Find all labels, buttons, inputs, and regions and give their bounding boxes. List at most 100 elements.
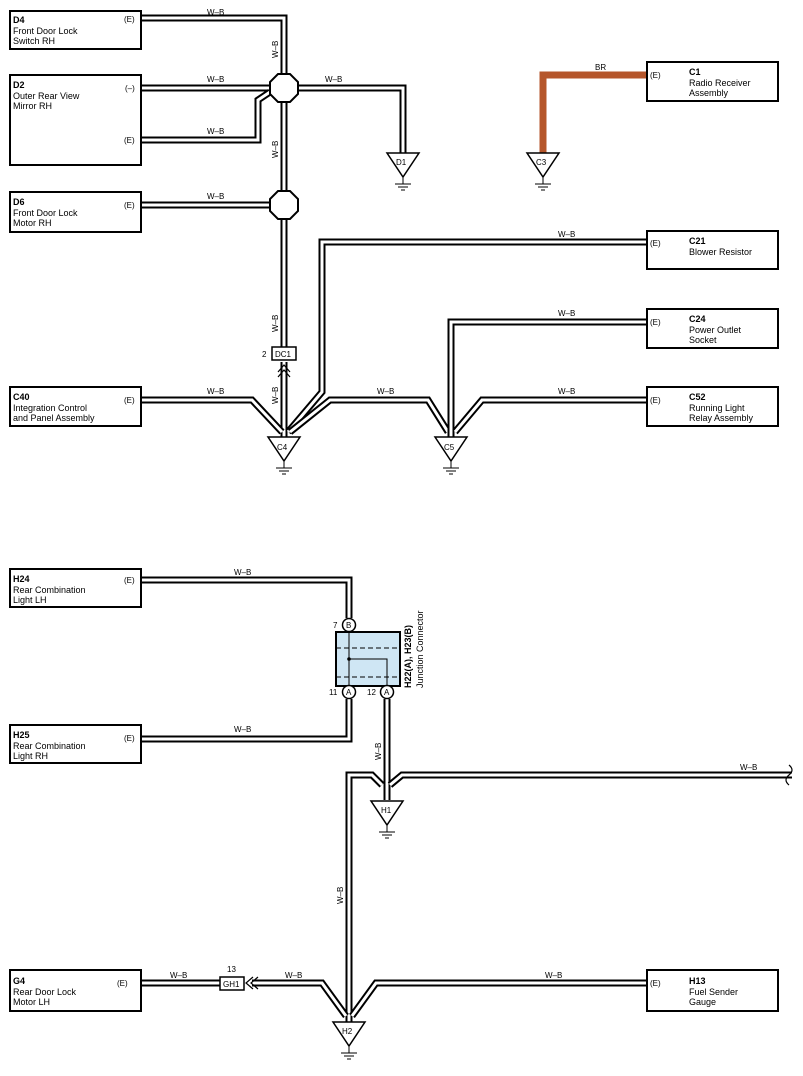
component-c52: (E) C52 Running Light Relay Assembly (646, 386, 779, 427)
svg-text:W–B: W–B (271, 387, 280, 404)
svg-text:(E): (E) (650, 318, 661, 327)
svg-text:13: 13 (227, 965, 236, 974)
svg-text:Blower Resistor: Blower Resistor (689, 247, 752, 257)
svg-text:W–B: W–B (545, 971, 562, 980)
component-d6: D6 Front Door Lock Motor RH (E) (9, 191, 142, 233)
svg-text:(E): (E) (124, 136, 135, 145)
ground-h2: H2 (331, 1021, 367, 1060)
svg-text:A: A (384, 688, 390, 697)
component-h25: H25 Rear Combination Light RH (E) (9, 724, 142, 764)
wire-h24 (141, 576, 353, 618)
component-d2: D2 Outer Rear View Mirror RH (–) (E) (9, 74, 142, 166)
svg-text:G4: G4 (13, 976, 25, 986)
junction-pin-a11 (341, 684, 357, 700)
svg-text:H25: H25 (13, 730, 30, 740)
svg-text:(E): (E) (650, 71, 661, 80)
svg-text:Motor RH: Motor RH (13, 218, 52, 228)
svg-text:Fuel Sender: Fuel Sender (689, 987, 738, 997)
svg-text:(E): (E) (124, 15, 135, 24)
svg-text:W–B: W–B (207, 387, 224, 396)
svg-text:W–B: W–B (336, 887, 345, 904)
svg-text:(E): (E) (650, 239, 661, 248)
svg-text:W–B: W–B (271, 41, 280, 58)
svg-text:Gauge: Gauge (689, 997, 716, 1007)
svg-text:Motor LH: Motor LH (13, 997, 50, 1007)
wire-gh1-h2 (252, 979, 349, 1019)
svg-text:Assembly: Assembly (689, 88, 729, 98)
component-h13: (E) H13 Fuel Sender Gauge (646, 969, 779, 1012)
svg-text:D6: D6 (13, 197, 25, 207)
svg-text:W–B: W–B (325, 75, 342, 84)
svg-text:Outer Rear View: Outer Rear View (13, 91, 80, 101)
svg-text:W–B: W–B (234, 725, 251, 734)
svg-text:C52: C52 (689, 392, 706, 402)
svg-text:W–B: W–B (558, 230, 575, 239)
component-c1: (E) C1 Radio Receiver Assembly (646, 61, 779, 102)
junction-pin-b (341, 617, 357, 633)
svg-text:W–B: W–B (170, 971, 187, 980)
svg-text:W–B: W–B (558, 309, 575, 318)
wb-wires (141, 14, 792, 1022)
svg-text:C4: C4 (277, 443, 288, 452)
component-c40: C40 Integration Control and Panel Assemb… (9, 386, 142, 427)
svg-text:and Panel Assembly: and Panel Assembly (13, 413, 95, 423)
svg-text:C1: C1 (689, 67, 701, 77)
wire-d2-e (141, 89, 272, 144)
svg-text:Light RH: Light RH (13, 751, 48, 761)
splice-upper (269, 73, 299, 103)
svg-text:DC1: DC1 (275, 350, 292, 359)
svg-text:W–B: W–B (271, 141, 280, 158)
svg-text:W–B: W–B (740, 763, 757, 772)
svg-text:H24: H24 (13, 574, 30, 584)
svg-text:H13: H13 (689, 976, 706, 986)
wire-h13 (349, 979, 647, 1019)
svg-text:(E): (E) (124, 576, 135, 585)
svg-text:W–B: W–B (207, 8, 224, 17)
svg-text:H22(A), H23(B): H22(A), H23(B) (403, 625, 413, 688)
svg-text:C5: C5 (444, 443, 455, 452)
splice-lower (269, 190, 299, 220)
component-d4: D4 Front Door Lock Switch RH (E) (9, 10, 142, 50)
svg-text:W–B: W–B (207, 127, 224, 136)
ground-c4: C4 (266, 436, 302, 475)
svg-text:H1: H1 (381, 806, 392, 815)
svg-text:D4: D4 (13, 15, 25, 25)
connector-dc1: DC1 2 (262, 346, 297, 378)
svg-text:(–): (–) (125, 84, 135, 93)
svg-text:W–B: W–B (234, 568, 251, 577)
svg-text:C3: C3 (536, 158, 547, 167)
svg-text:(E): (E) (117, 979, 128, 988)
svg-text:H2: H2 (342, 1027, 353, 1036)
svg-text:(E): (E) (124, 396, 135, 405)
svg-text:(E): (E) (650, 396, 661, 405)
ground-h1: H1 (369, 800, 405, 839)
svg-text:Switch RH: Switch RH (13, 36, 55, 46)
svg-text:Integration Control: Integration Control (13, 403, 87, 413)
svg-text:W–B: W–B (377, 387, 394, 396)
svg-text:BR: BR (595, 63, 606, 72)
svg-text:Radio Receiver: Radio Receiver (689, 78, 751, 88)
svg-text:Relay Assembly: Relay Assembly (689, 413, 754, 423)
svg-text:C40: C40 (13, 392, 30, 402)
svg-text:12: 12 (367, 688, 376, 697)
svg-text:W–B: W–B (207, 75, 224, 84)
junction-pin-a12 (379, 684, 395, 700)
svg-text:W–B: W–B (558, 387, 575, 396)
component-c24: (E) C24 Power Outlet Socket (646, 308, 779, 349)
ground-c5: C5 (433, 436, 469, 475)
svg-text:D2: D2 (13, 80, 25, 90)
svg-text:Mirror RH: Mirror RH (13, 101, 52, 111)
svg-text:Front Door Lock: Front Door Lock (13, 26, 78, 36)
ground-c3: C3 (525, 152, 561, 191)
svg-text:A: A (346, 688, 352, 697)
svg-text:Rear Combination: Rear Combination (13, 585, 86, 595)
svg-text:Light LH: Light LH (13, 595, 47, 605)
connector-gh1: GH1 13 (219, 965, 259, 991)
junction-connector: B 7 A 11 A 12 H22(A), H23(B) Junction Co… (329, 610, 425, 700)
svg-text:2: 2 (262, 350, 267, 359)
wire-to-d1 (284, 84, 407, 155)
wire-labels: W–B W–B W–B W–B W–B W–B W–B W–B W–B W–B … (170, 8, 757, 980)
component-c21: (E) C21 Blower Resistor (646, 230, 779, 270)
svg-text:W–B: W–B (374, 743, 383, 760)
svg-text:W–B: W–B (207, 192, 224, 201)
